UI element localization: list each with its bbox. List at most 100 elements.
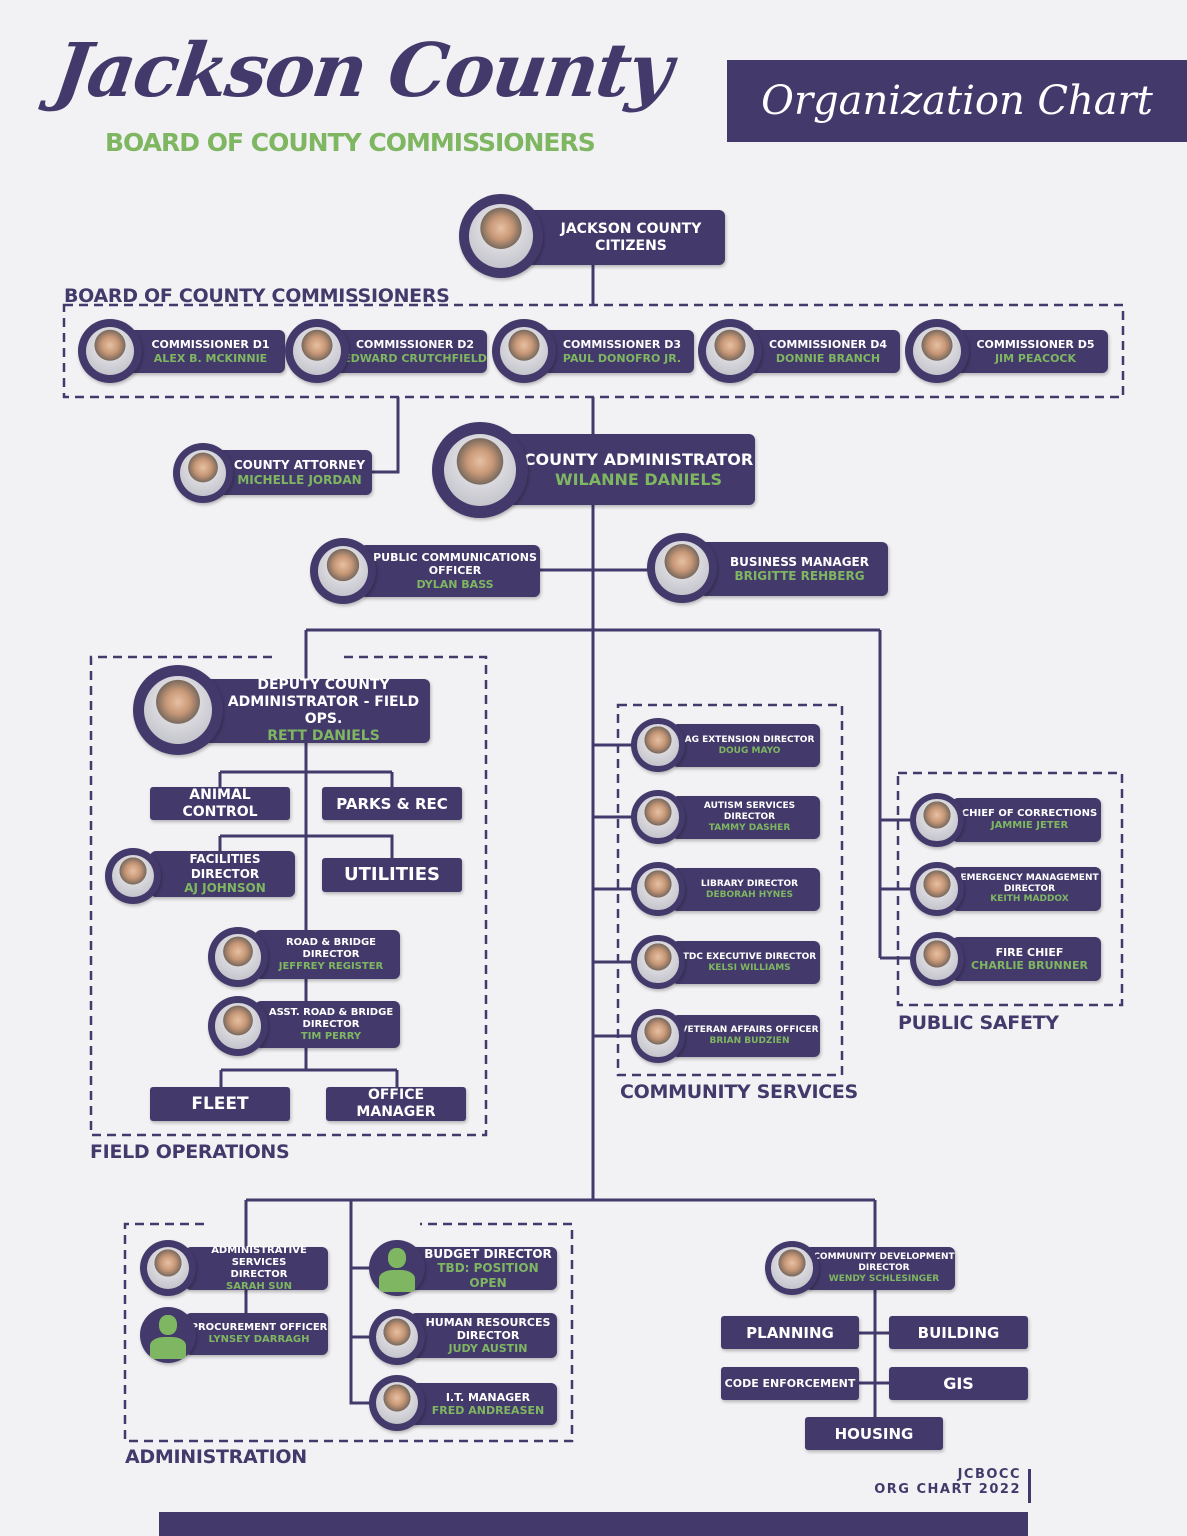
- person-name: JUDY AUSTIN: [448, 1342, 528, 1356]
- section-label-public-safety: PUBLIC SAFETY: [898, 1012, 1059, 1034]
- position-title: DIRECTOR: [302, 1018, 360, 1030]
- position-title: DIRECTOR: [858, 1263, 910, 1274]
- position-title: COUNTY ATTORNEY: [233, 458, 366, 473]
- position-title: OFFICER: [428, 564, 482, 578]
- position-title: COMMISSIONER D2: [355, 338, 474, 352]
- unit-box-fleet: FLEET: [150, 1087, 290, 1121]
- person-silhouette-icon: [140, 1307, 196, 1363]
- position-title: COMMISSIONER D4: [768, 338, 887, 352]
- position-title: COMMUNITY DEVELOPMENT: [813, 1252, 955, 1263]
- person-name: TAMMY DASHER: [708, 822, 791, 833]
- unit-box-building: BUILDING: [889, 1316, 1028, 1349]
- position-title: ADMINISTRATIVE SERVICES: [211, 1244, 307, 1268]
- position-title: LIBRARY DIRECTOR: [700, 878, 799, 889]
- position-title: COMMISSIONER D3: [562, 338, 681, 352]
- unit-box-utilities: UTILITIES: [322, 858, 462, 892]
- person-photo: [631, 935, 685, 989]
- position-title: VETERAN AFFAIRS OFFICER: [680, 1025, 819, 1036]
- position-title: DIRECTOR: [723, 812, 776, 823]
- person-name: JIM PEACOCK: [994, 351, 1077, 365]
- person-photo: [310, 538, 376, 604]
- person-photo: [698, 319, 762, 383]
- person-name: TIM PERRY: [300, 1030, 362, 1042]
- person-name: MICHELLE JORDAN: [237, 472, 362, 487]
- position-title: COMMISSIONER D5: [976, 338, 1095, 352]
- footer-line-1: JCBOCC: [957, 1467, 1021, 1482]
- position-title: ADMINISTRATOR - FIELD OPS.: [227, 694, 420, 727]
- position-title: HUMAN RESOURCES: [425, 1315, 551, 1329]
- person-name: DYLAN BASS: [416, 577, 494, 591]
- person-name: KEITH MADDOX: [990, 894, 1069, 905]
- position-title: COUNTY ADMINISTRATOR: [523, 450, 754, 470]
- person-photo: [369, 1309, 425, 1365]
- person-name: JEFFREY REGISTER: [278, 960, 384, 972]
- county-title: Jackson County: [48, 28, 676, 114]
- unit-box-office-manager: OFFICE MANAGER: [326, 1087, 466, 1121]
- position-title: DIRECTOR: [1003, 883, 1056, 894]
- unit-box-housing: HOUSING: [805, 1417, 943, 1450]
- position-title: PROCUREMENT OFFICER: [190, 1322, 328, 1333]
- person-name: PAUL DONOFRO JR.: [562, 351, 682, 365]
- position-title: CHIEF OF CORRECTIONS: [961, 808, 1098, 819]
- position-title: JACKSON COUNTY: [560, 220, 702, 237]
- person-photo: [140, 1240, 196, 1296]
- person-photo: [647, 533, 717, 603]
- position-title: DIRECTOR: [230, 1268, 288, 1280]
- position-title: BUSINESS MANAGER: [729, 554, 869, 569]
- position-title: AUTISM SERVICES: [703, 801, 796, 812]
- position-title: ROAD & BRIDGE DIRECTOR: [285, 936, 377, 960]
- person-photo: [173, 443, 233, 503]
- section-label-field-operations: FIELD OPERATIONS: [90, 1141, 290, 1163]
- person-name: RETT DANIELS: [267, 727, 380, 744]
- footer-divider: [1028, 1469, 1031, 1503]
- person-photo: [631, 1009, 685, 1063]
- person-name: BRIGITTE REHBERG: [734, 569, 865, 583]
- person-photo: [910, 932, 964, 986]
- person-photo: [105, 848, 161, 904]
- person-name: CHARLIE BRUNNER: [971, 959, 1088, 972]
- person-name: KELSI WILLIAMS: [708, 962, 791, 973]
- unit-box-gis: GIS: [889, 1367, 1028, 1400]
- footer-label: JCBOCC ORG CHART 2022: [874, 1467, 1021, 1498]
- person-photo: [369, 1375, 425, 1431]
- position-title: FIRE CHIEF: [995, 945, 1064, 959]
- person-photo: [910, 793, 964, 847]
- position-title: DIRECTOR: [456, 1328, 520, 1342]
- person-photo: [459, 194, 543, 278]
- person-silhouette-icon: [369, 1240, 425, 1296]
- section-label-community-services: COMMUNITY SERVICES: [620, 1081, 858, 1103]
- section-label-board: BOARD OF COUNTY COMMISSIONERS: [64, 285, 450, 307]
- person-name: DONNIE BRANCH: [775, 351, 881, 365]
- person-photo: [432, 422, 528, 518]
- person-photo: [78, 319, 142, 383]
- position-title: FACILITIES DIRECTOR: [189, 852, 261, 881]
- person-photo: [133, 665, 223, 755]
- person-name: LYNSEY DARRAGH: [208, 1334, 310, 1345]
- person-photo: [208, 996, 268, 1056]
- person-photo: [631, 862, 685, 916]
- person-name: EDWARD CRUTCHFIELD: [343, 351, 487, 365]
- person-photo: [492, 319, 556, 383]
- section-label-administration: ADMINISTRATION: [125, 1446, 307, 1468]
- position-title: TDC EXECUTIVE DIRECTOR: [682, 951, 817, 962]
- unit-box-planning: PLANNING: [721, 1316, 859, 1349]
